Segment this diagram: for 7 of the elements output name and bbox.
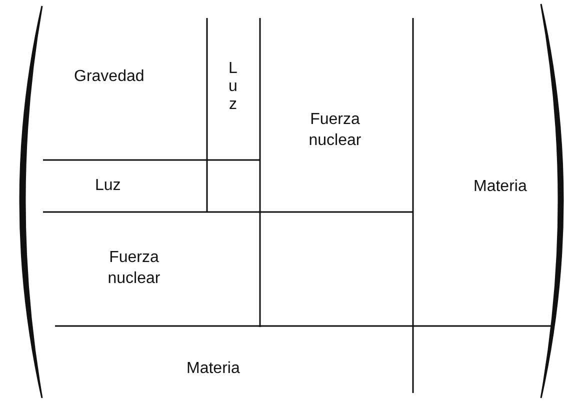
cell-label: Fuerza nuclear [106, 248, 162, 290]
cell-label: Fuerza nuclear [308, 110, 362, 152]
cell-label: Materia [186, 359, 240, 379]
cell-label: Luz [95, 176, 121, 196]
vertical-cell-label: Luz [228, 60, 238, 115]
cell-label: Materia [474, 177, 527, 197]
cell-label: Gravedad [74, 67, 144, 87]
